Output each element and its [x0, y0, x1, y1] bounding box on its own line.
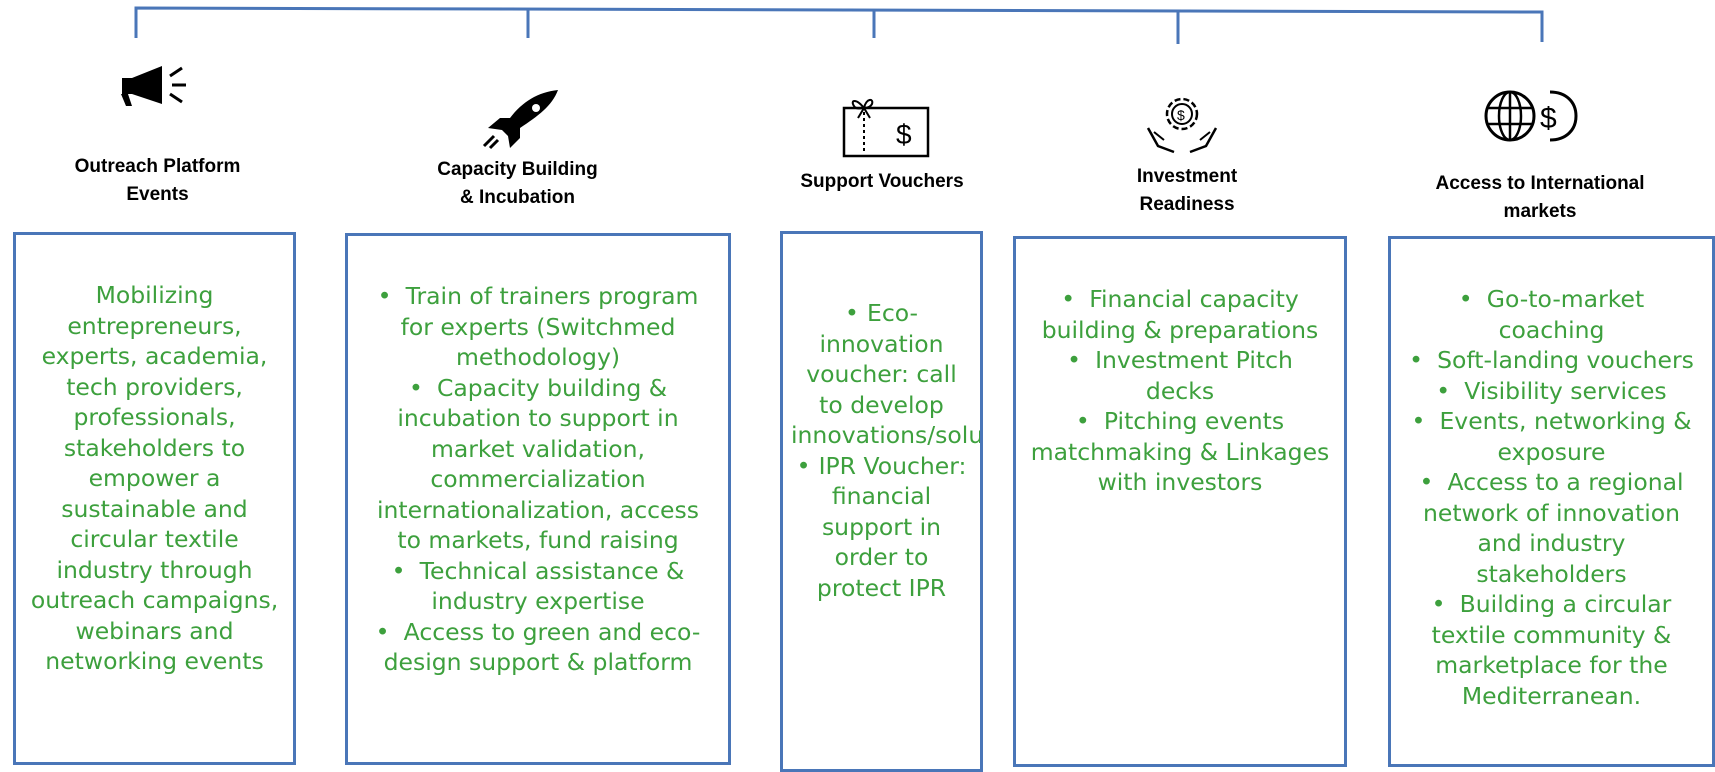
- list-item: •Capacity building & incubation to suppo…: [377, 373, 699, 555]
- column-box-international: •Go-to-market coaching •Soft-landing vou…: [1388, 236, 1715, 767]
- column-box-capacity: •Train of trainers program for experts (…: [345, 233, 731, 765]
- bullet-icon: •: [844, 299, 859, 327]
- list-item: •Eco-innovation voucher: call to develop…: [791, 299, 983, 449]
- column-title-outreach: Outreach Platform Events: [74, 156, 241, 205]
- connector-lines: [134, 6, 1544, 44]
- column-title-vouchers: Support Vouchers: [800, 171, 964, 192]
- bullet-icon: •: [1458, 285, 1473, 313]
- list-item: •Investment Pitch decks: [1067, 346, 1293, 405]
- bullet-icon: •: [1061, 285, 1076, 313]
- list-item: •Financial capacity building & preparati…: [1041, 285, 1319, 344]
- column-title-international: Access to International markets: [1435, 173, 1645, 222]
- list-item: •Pitching events matchmaking & Linkages …: [1030, 407, 1330, 496]
- list-item: •Go-to-market coaching: [1458, 285, 1645, 344]
- svg-text:$: $: [1540, 102, 1557, 135]
- capacity-list: •Train of trainers program for experts (…: [362, 281, 714, 678]
- voucher-icon: $: [842, 98, 930, 158]
- column-title-capacity: Capacity Building & Incubation: [437, 159, 598, 208]
- rocket-icon: [482, 90, 558, 150]
- bullet-icon: •: [391, 556, 406, 585]
- svg-text:$: $: [896, 119, 912, 150]
- vouchers-list: •Eco-innovation voucher: call to develop…: [791, 298, 983, 603]
- bullet-icon: •: [377, 282, 392, 310]
- investment-icon: $: [1146, 97, 1218, 154]
- list-item: •Visibility services: [1436, 376, 1667, 405]
- bullet-icon: •: [1409, 346, 1423, 374]
- international-list: •Go-to-market coaching •Soft-landing vou…: [1403, 284, 1700, 711]
- column-box-outreach: Mobilizing entrepreneurs, experts, acade…: [13, 232, 296, 765]
- bullet-icon: •: [1075, 407, 1090, 435]
- list-item: •Events, networking & exposure: [1411, 407, 1692, 466]
- column-box-vouchers: •Eco-innovation voucher: call to develop…: [780, 231, 983, 772]
- investment-list: •Financial capacity building & preparati…: [1030, 284, 1330, 498]
- bullet-icon: •: [1436, 376, 1451, 405]
- list-item: •Train of trainers program for experts (…: [377, 282, 699, 371]
- list-item: •Soft-landing vouchers: [1409, 346, 1694, 374]
- megaphone-icon: [121, 66, 186, 106]
- list-item: •Technical assistance & industry experti…: [391, 556, 685, 616]
- list-item: •Access to a regional network of innovat…: [1419, 468, 1684, 588]
- bullet-icon: •: [1431, 590, 1446, 618]
- column-title-investment: Investment Readiness: [1136, 166, 1238, 215]
- globe-dollar-icon: $: [1484, 90, 1578, 142]
- svg-text:$: $: [1177, 107, 1185, 123]
- bullet-icon: •: [375, 617, 390, 646]
- list-item: •Building a circular textile community &…: [1431, 590, 1672, 710]
- bullet-icon: •: [1067, 346, 1081, 374]
- list-item: •IPR Voucher: financial support in order…: [796, 451, 967, 602]
- column-box-investment: •Financial capacity building & preparati…: [1013, 236, 1347, 767]
- bullet-icon: •: [1419, 468, 1434, 496]
- bullet-icon: •: [408, 373, 423, 402]
- bullet-icon: •: [1411, 407, 1426, 435]
- list-item: •Access to green and eco-design support …: [375, 617, 701, 677]
- bullet-icon: •: [796, 451, 811, 480]
